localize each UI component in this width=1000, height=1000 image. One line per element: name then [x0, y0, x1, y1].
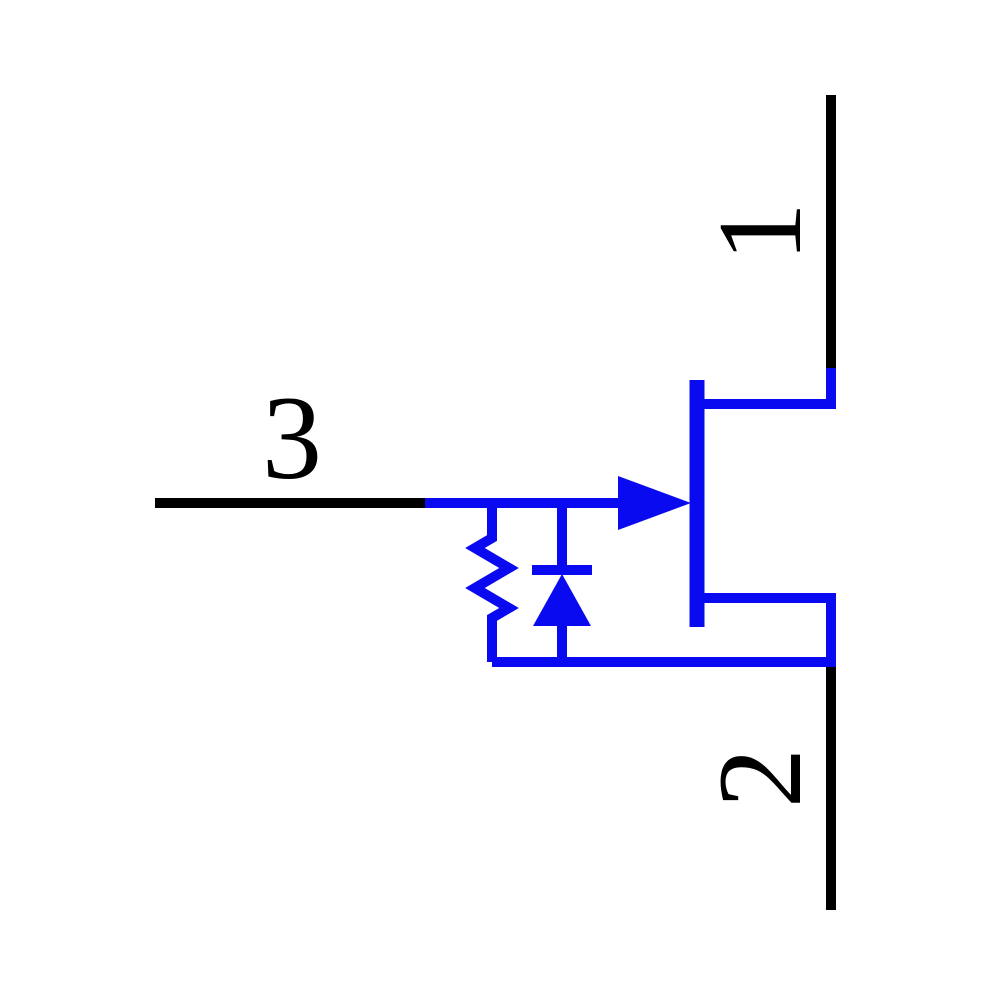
pin-3: 3	[155, 371, 430, 508]
emitter-wire	[700, 593, 836, 667]
gate-arrow-icon	[618, 476, 691, 530]
collector-wire	[700, 368, 836, 409]
pin-1: 1	[693, 95, 836, 372]
gate-resistor-icon	[465, 503, 519, 662]
pin-1-number: 1	[693, 202, 826, 262]
pin-2-number: 2	[693, 748, 826, 808]
pin-2: 2	[693, 660, 836, 910]
pin-3-number: 3	[262, 371, 322, 504]
diode-triangle-icon	[533, 574, 591, 626]
symbol-body	[425, 368, 836, 667]
